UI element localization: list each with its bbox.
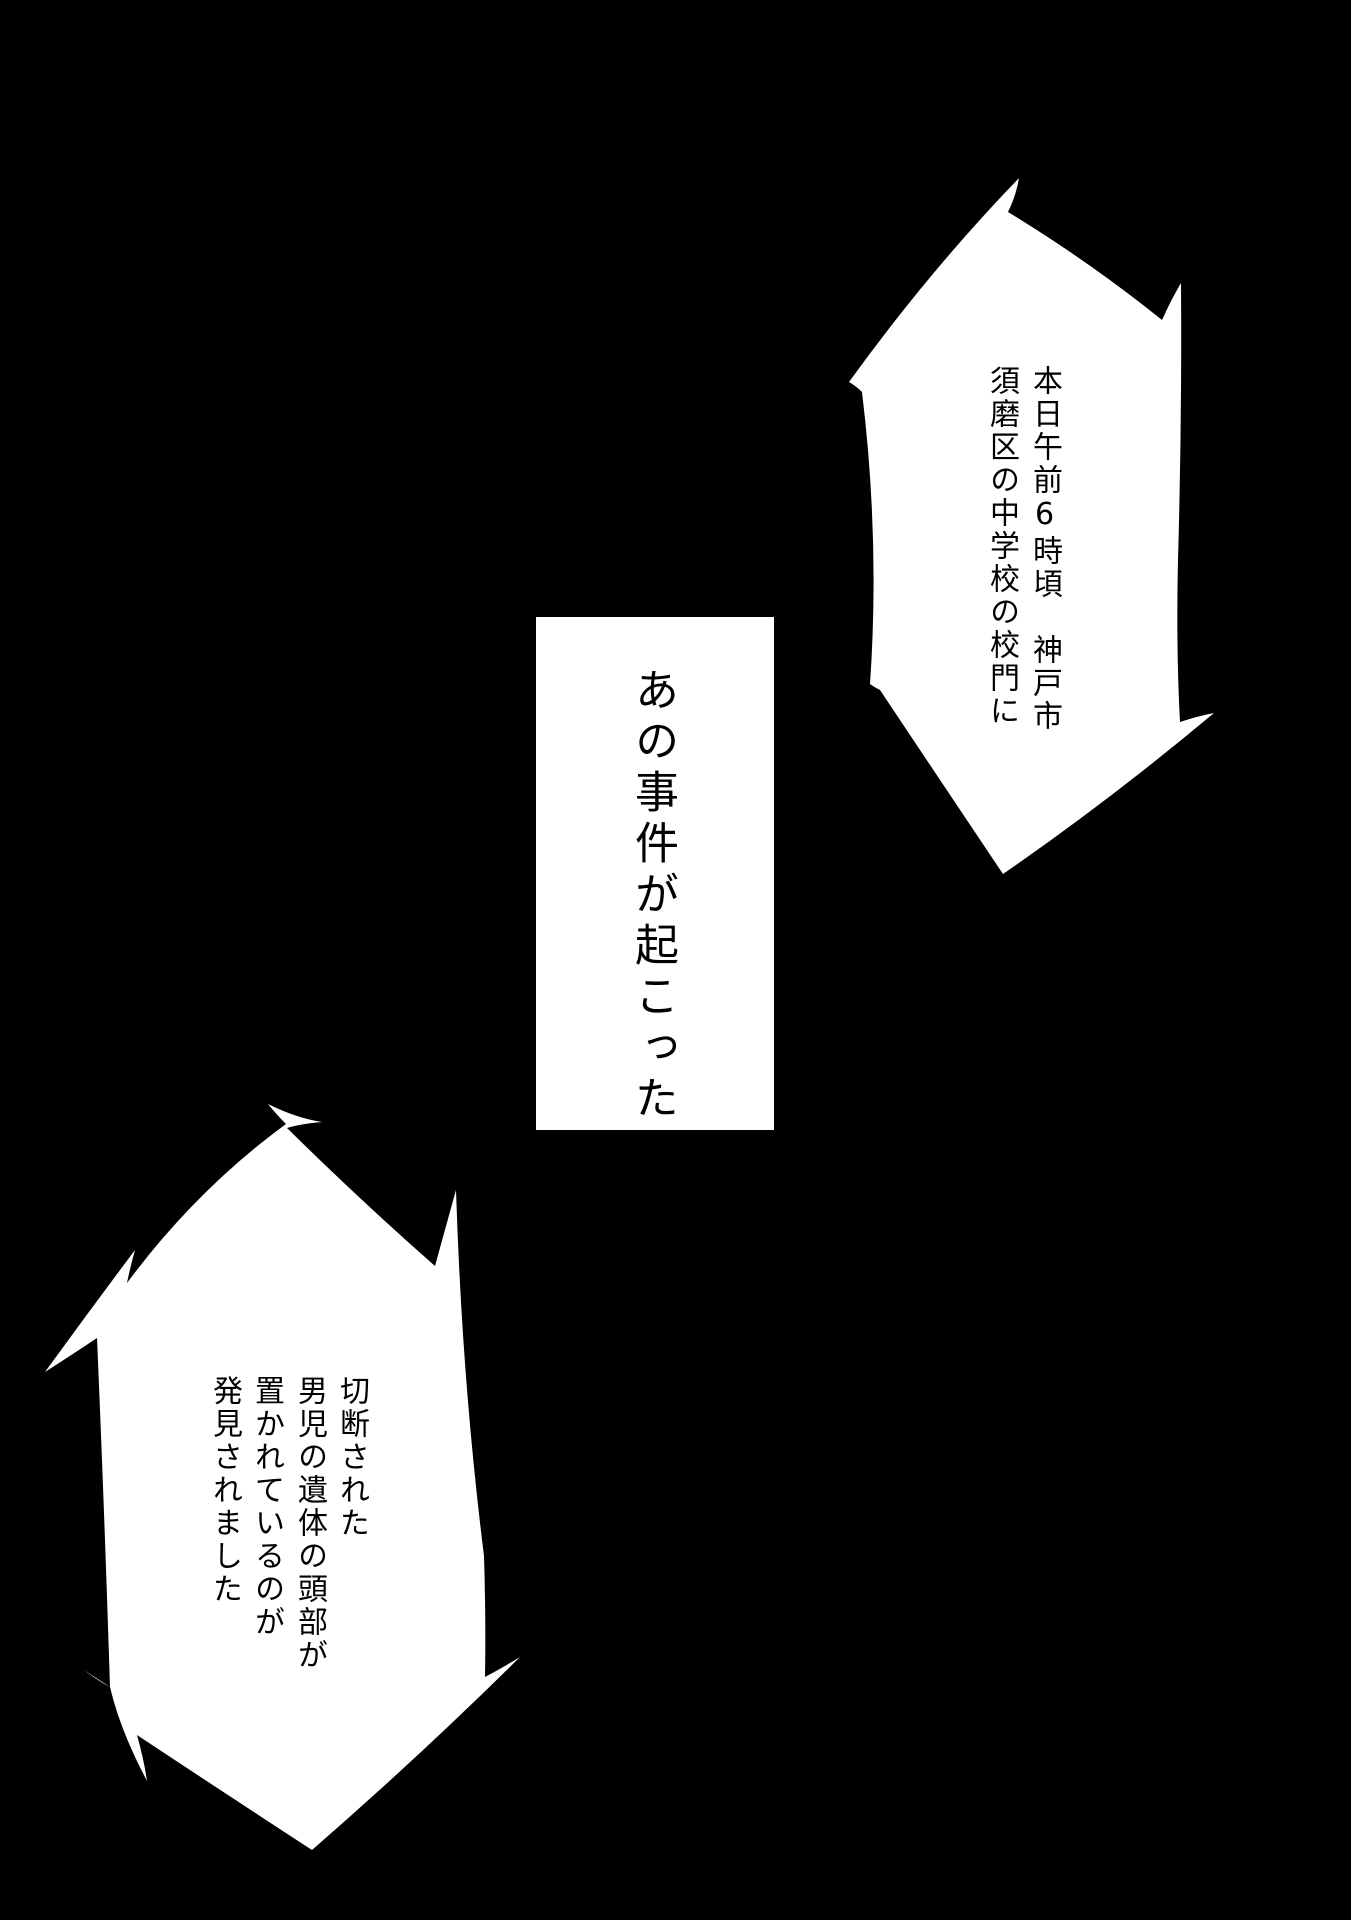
caption-text: あの事件が起こった — [627, 667, 678, 1126]
bubble-bottom-left-line-2: 男児の遺体の頭部が — [292, 1375, 327, 1672]
spiky-bubble-top-right — [849, 178, 1214, 874]
bubble-bottom-left-line-1: 切断された — [334, 1375, 369, 1540]
caption-box: あの事件が起こった — [536, 617, 774, 1130]
bubble-bottom-left-line-4: 発見されました — [207, 1375, 242, 1606]
bubble-top-right-line-1: 本日午前6時頃 神戸市 — [1027, 365, 1062, 733]
spiky-bubble-bottom-left — [45, 1104, 520, 1850]
bubble-top-right-line-2: 須磨区の中学校の校門に — [984, 365, 1019, 728]
bubble-bottom-left-line-3: 置かれているのが — [249, 1375, 284, 1639]
